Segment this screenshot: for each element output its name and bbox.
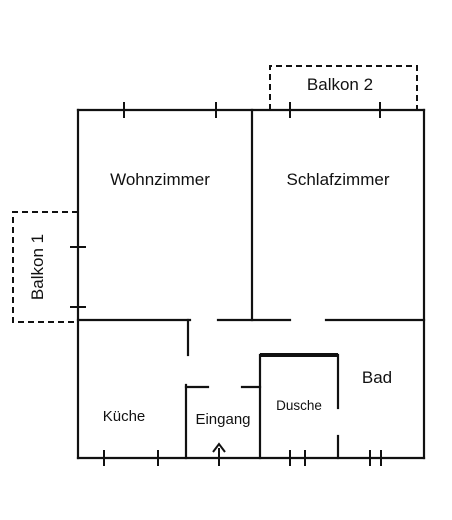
label-balkon-2: Balkon 2 [307, 75, 373, 94]
label-bad: Bad [362, 368, 392, 387]
balcony-2-outline [269, 65, 418, 110]
interior-walls [76, 108, 426, 460]
label-dusche: Dusche [276, 398, 322, 413]
window-markers [70, 102, 382, 466]
label-kueche: Küche [103, 408, 146, 425]
label-eingang: Eingang [195, 411, 250, 428]
arrow-up-icon [212, 442, 226, 466]
balcony-1-outline [12, 211, 78, 323]
label-wohnzimmer: Wohnzimmer [110, 170, 210, 189]
label-schlafzimmer: Schlafzimmer [287, 170, 390, 189]
label-balkon-1: Balkon 1 [28, 234, 47, 300]
